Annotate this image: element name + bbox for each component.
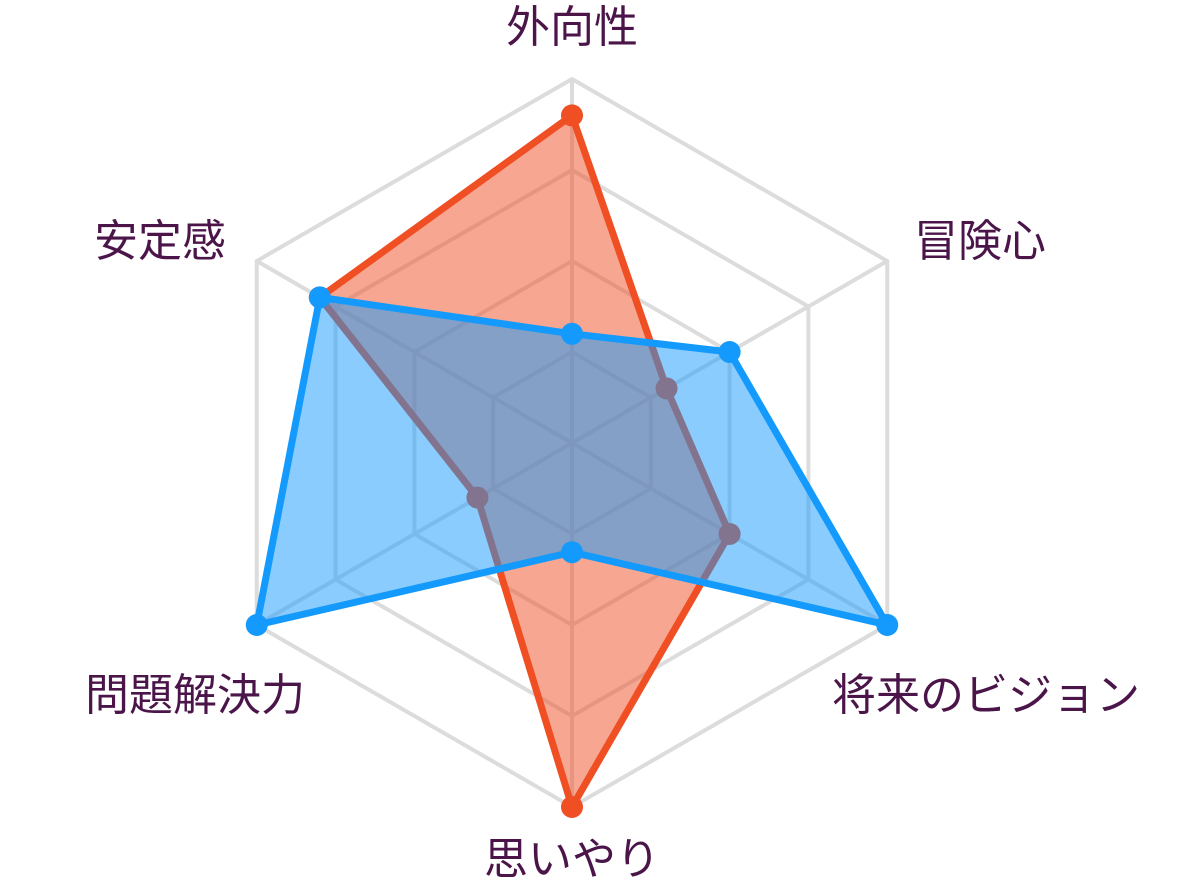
axis-label: 思いやり — [484, 834, 660, 885]
axis-label: 外向性 — [506, 2, 638, 53]
axis-label: 問題解決力 — [85, 670, 305, 721]
axis-label: 将来のビジョン — [832, 670, 1140, 721]
series-blue-point — [561, 541, 583, 564]
series-orange-point — [561, 104, 583, 127]
series-blue-point — [245, 614, 268, 636]
series-blue-point — [308, 286, 331, 309]
series-blue — [245, 286, 899, 636]
series-blue-point — [718, 341, 741, 363]
radar-series — [245, 104, 899, 818]
series-blue-point — [876, 614, 899, 636]
series-blue-point — [561, 322, 583, 345]
axis-label: 冒険心 — [914, 216, 1046, 267]
series-orange-point — [561, 796, 583, 818]
axis-labels: 外向性 冒険心 将来のビジョン 思いやり 問題解決力 安定感 — [85, 2, 1140, 885]
axis-label: 安定感 — [94, 216, 226, 267]
